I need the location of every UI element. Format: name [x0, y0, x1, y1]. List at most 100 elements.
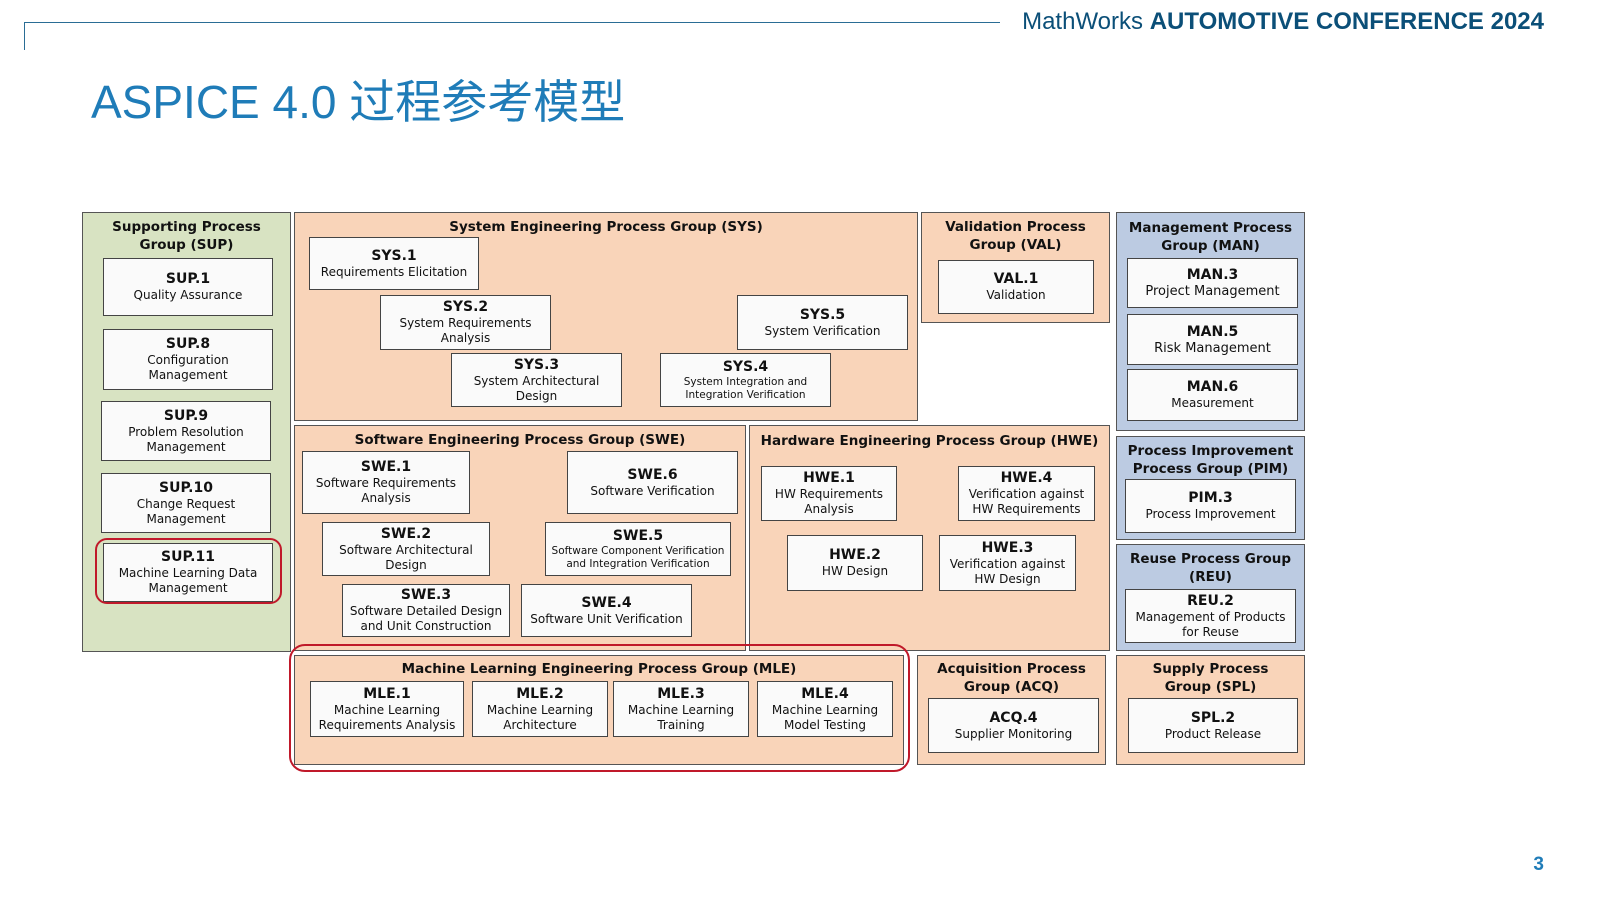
process-name: Software Architectural Design — [339, 542, 473, 572]
process-mle-1: MLE.1 Machine Learning Requirements Anal… — [310, 681, 464, 737]
process-code: HWE.2 — [829, 547, 881, 563]
process-mle-4: MLE.4 Machine Learning Model Testing — [757, 681, 893, 737]
process-name: Machine Learning Model Testing — [771, 702, 879, 732]
process-reu-2: REU.2 Management of Products for Reuse — [1125, 589, 1296, 643]
group-sys-title: System Engineering Process Group (SYS) — [449, 219, 763, 235]
process-code: MLE.4 — [801, 685, 849, 702]
process-hwe-1: HWE.1 HW Requirements Analysis — [761, 466, 897, 521]
process-spl-2: SPL.2 Product Release — [1128, 698, 1298, 753]
group-reu-title: Reuse Process Group (REU) — [1129, 551, 1292, 585]
process-name: System Integration and Integration Verif… — [683, 375, 808, 401]
process-swe-1: SWE.1 Software Requirements Analysis — [302, 451, 470, 514]
process-sys-1: SYS.1 Requirements Elicitation — [309, 237, 479, 290]
process-name: Supplier Monitoring — [954, 726, 1073, 741]
process-name: Product Release — [1164, 726, 1262, 741]
process-code: SYS.2 — [442, 299, 489, 315]
process-name: Management of Products for Reuse — [1135, 609, 1286, 639]
process-name: Software Component Verification and Inte… — [551, 544, 725, 570]
process-name: Change Request Management — [136, 496, 236, 526]
process-man-6: MAN.6 Measurement — [1127, 369, 1298, 421]
process-hwe-4: HWE.4 Verification against HW Requiremen… — [958, 466, 1095, 521]
process-name: System Verification — [764, 323, 881, 338]
group-sup-title: Supporting Process Group (SUP) — [112, 219, 261, 253]
process-sys-4: SYS.4 System Integration and Integration… — [660, 353, 831, 407]
process-name: Machine Learning Data Management — [118, 566, 258, 595]
process-code: SWE.2 — [380, 525, 432, 542]
process-sys-3: SYS.3 System Architectural Design — [451, 353, 622, 407]
process-swe-6: SWE.6 Software Verification — [567, 451, 738, 514]
process-code: ACQ.4 — [989, 709, 1038, 726]
process-name: Machine Learning Architecture — [486, 702, 594, 732]
process-swe-2: SWE.2 Software Architectural Design — [322, 522, 490, 576]
process-swe-4: SWE.4 Software Unit Verification — [521, 584, 692, 637]
process-val-1: VAL.1 Validation — [938, 260, 1094, 314]
group-pim-title: Process Improvement Process Group (PIM) — [1127, 443, 1294, 477]
group-man-title: Management Process Group (MAN) — [1128, 220, 1293, 254]
header-rule-tick — [24, 22, 25, 50]
process-code: SUP.9 — [163, 407, 209, 424]
process-code: SUP.10 — [159, 479, 213, 496]
process-code: REU.2 — [1187, 592, 1234, 609]
process-name: Software Requirements Analysis — [315, 476, 457, 505]
page-number: 3 — [1533, 854, 1544, 875]
process-name: Verification against HW Requirements — [968, 487, 1085, 516]
process-code: SUP.8 — [165, 336, 211, 352]
process-name: Software Verification — [590, 483, 715, 498]
process-code: SYS.1 — [371, 247, 417, 264]
process-sys-2: SYS.2 System Requirements Analysis — [380, 295, 551, 350]
process-name: Problem Resolution Management — [128, 424, 244, 454]
process-code: MAN.5 — [1186, 323, 1239, 340]
group-mle-title: Machine Learning Engineering Process Gro… — [401, 661, 797, 677]
group-acq-title: Acquisition Process Group (ACQ) — [937, 661, 1086, 695]
header-rule — [24, 22, 1000, 23]
process-code: SWE.1 — [360, 459, 412, 475]
process-name: Process Improvement — [1145, 507, 1276, 521]
process-name: Validation — [986, 288, 1046, 302]
process-code: SWE.4 — [581, 594, 632, 611]
process-mle-2: MLE.2 Machine Learning Architecture — [472, 681, 608, 737]
slide-title: ASPICE 4.0 过程参考模型 — [91, 76, 626, 128]
process-sup-8: SUP.8 Configuration Management — [103, 329, 273, 390]
process-code: HWE.1 — [803, 470, 855, 486]
process-mle-3: MLE.3 Machine Learning Training — [613, 681, 749, 737]
process-name: HW Design — [821, 564, 889, 578]
process-code: SYS.5 — [799, 306, 846, 323]
process-code: MLE.1 — [363, 685, 411, 702]
process-swe-3: SWE.3 Software Detailed Design and Unit … — [342, 584, 510, 637]
process-code: SWE.3 — [400, 587, 452, 603]
brand-company: MathWorks — [1022, 8, 1144, 35]
process-code: SWE.5 — [612, 527, 664, 544]
process-sup-9: SUP.9 Problem Resolution Management — [101, 401, 271, 461]
process-code: SUP.1 — [165, 271, 211, 287]
process-name: Verification against HW Design — [949, 556, 1066, 586]
process-name: Machine Learning Training — [627, 702, 735, 732]
conference-brand: MathWorks AUTOMOTIVE CONFERENCE 2024 — [1022, 8, 1544, 36]
process-hwe-2: HWE.2 HW Design — [787, 535, 923, 591]
process-acq-4: ACQ.4 Supplier Monitoring — [928, 698, 1099, 753]
brand-event: AUTOMOTIVE CONFERENCE 2024 — [1149, 8, 1544, 35]
process-code: VAL.1 — [993, 271, 1039, 287]
group-swe-title: Software Engineering Process Group (SWE) — [354, 432, 686, 448]
highlight-sup-11 — [95, 538, 282, 604]
process-code: HWE.4 — [1000, 470, 1053, 486]
process-name: Requirements Elicitation — [320, 264, 468, 279]
process-pim-3: PIM.3 Process Improvement — [1125, 479, 1296, 533]
process-code: SWE.6 — [627, 466, 678, 483]
highlight-mle-group — [289, 644, 910, 772]
process-code: MLE.2 — [516, 685, 564, 702]
process-code: PIM.3 — [1188, 490, 1233, 506]
group-val-title: Validation Process Group (VAL) — [945, 219, 1086, 253]
process-code: MAN.6 — [1186, 379, 1239, 395]
process-man-5: MAN.5 Risk Management — [1127, 314, 1298, 365]
process-name: Configuration Management — [147, 353, 229, 382]
process-name: Measurement — [1171, 396, 1254, 410]
process-name: Quality Assurance — [133, 288, 243, 302]
process-sys-5: SYS.5 System Verification — [737, 295, 908, 350]
process-code: SYS.3 — [513, 356, 560, 373]
process-name: HW Requirements Analysis — [774, 487, 884, 516]
process-code: MLE.3 — [657, 685, 705, 702]
group-spl-title: Supply Process Group (SPL) — [1152, 661, 1269, 695]
process-name: Risk Management — [1154, 340, 1271, 356]
process-code: SUP.11 — [161, 549, 215, 565]
process-name: Software Unit Verification — [530, 611, 683, 626]
